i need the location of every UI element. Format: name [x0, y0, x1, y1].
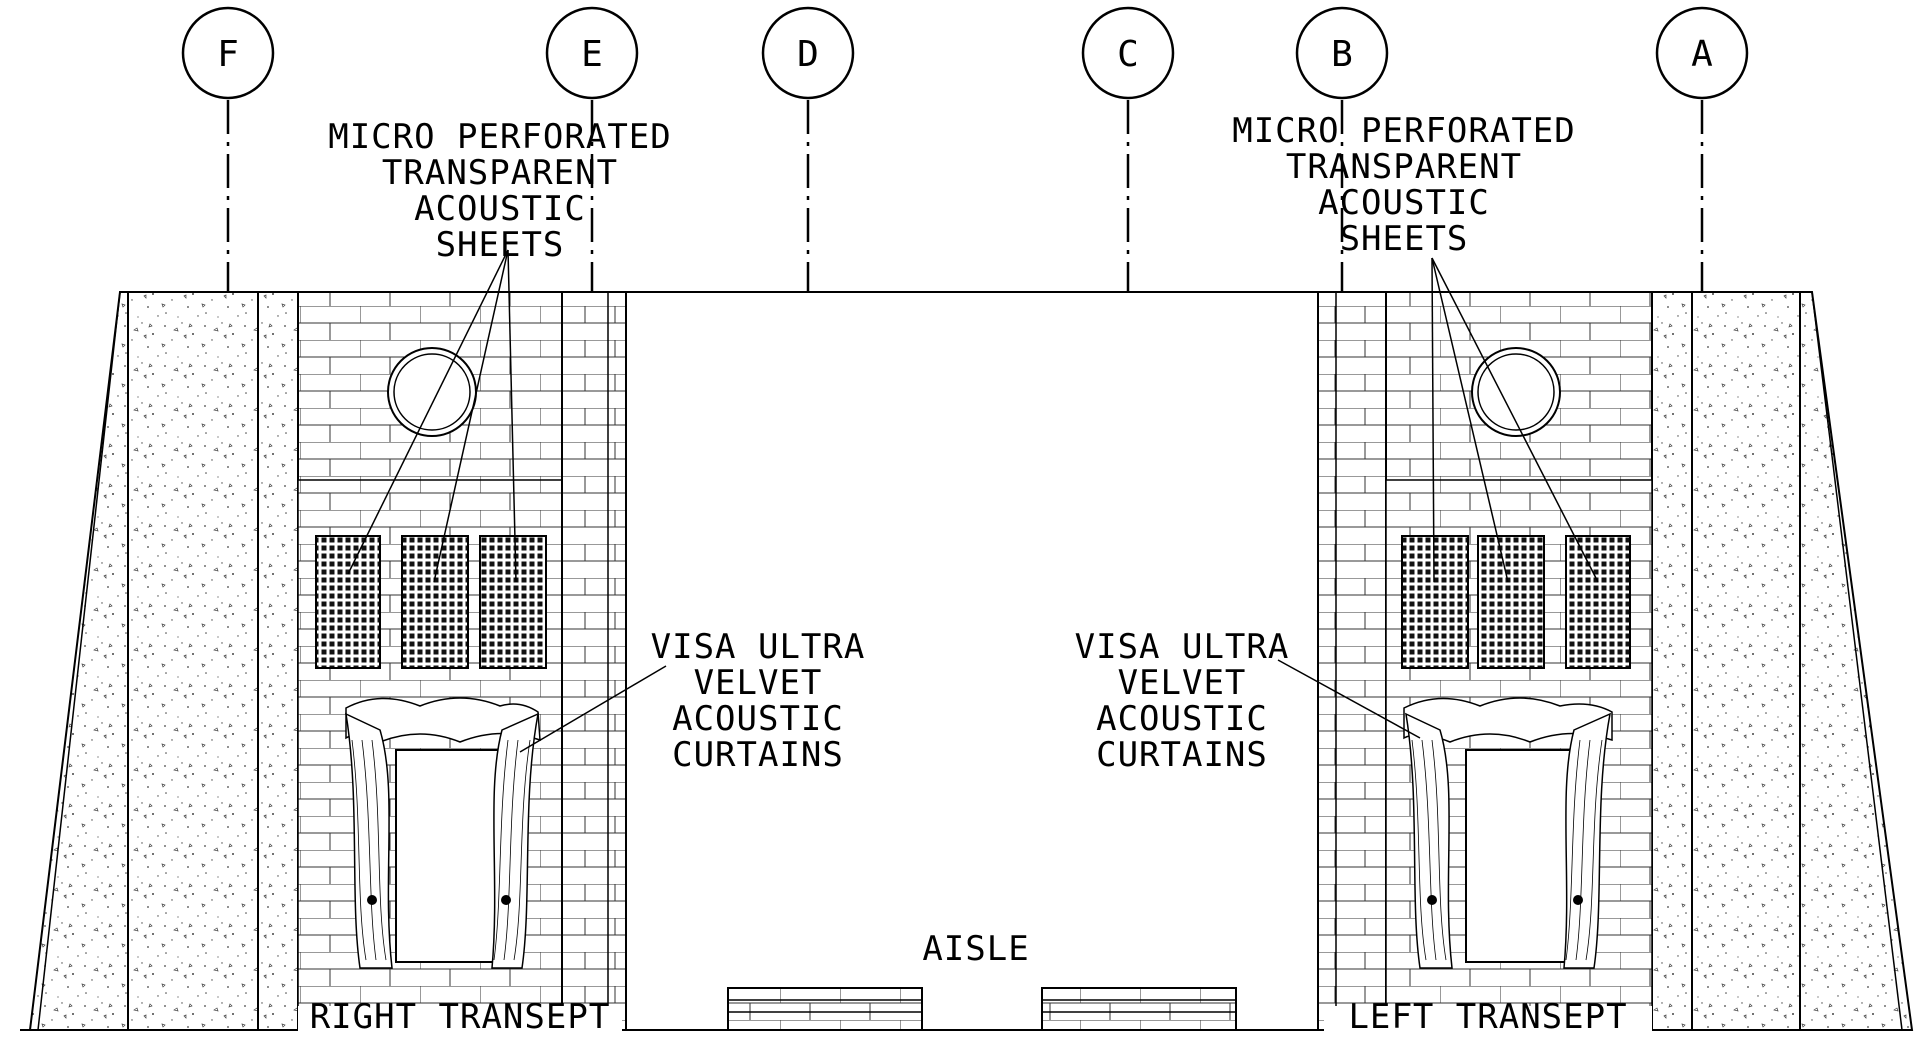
- label-right-transept: RIGHT TRANSEPT: [310, 997, 611, 1037]
- label-left-transept: LEFT TRANSEPT: [1348, 997, 1627, 1037]
- acoustic-sheet-right-1: [1401, 535, 1469, 669]
- svg-text:MICRO PERFORATED: MICRO PERFORATED: [1232, 111, 1576, 151]
- grid-label-c: C: [1117, 34, 1139, 75]
- right-transept-label-box: [298, 1006, 622, 1034]
- svg-text:SHEETS: SHEETS: [436, 225, 565, 265]
- grid-label-e: E: [581, 34, 603, 75]
- label-curtains-right: VISA ULTRA VELVET ACOUSTIC CURTAINS: [1075, 627, 1290, 775]
- brick-column-e: [561, 291, 627, 1031]
- acoustic-curtain-left: [345, 697, 541, 969]
- svg-text:VELVET: VELVET: [1118, 663, 1247, 703]
- acoustic-sheet-right-3: [1565, 535, 1631, 669]
- svg-text:SHEETS: SHEETS: [1340, 219, 1469, 259]
- label-aisle: AISLE: [922, 929, 1029, 969]
- acoustic-sheet-left-3: [479, 535, 547, 669]
- grid-marker-a: A: [1655, 6, 1749, 292]
- pew-left: [727, 987, 923, 1031]
- svg-text:VELVET: VELVET: [694, 663, 823, 703]
- label-sheets-left: MICRO PERFORATED TRANSPARENT ACOUSTIC SH…: [328, 117, 672, 265]
- grid-marker-e: E: [545, 6, 639, 292]
- svg-text:MICRO PERFORATED: MICRO PERFORATED: [328, 117, 672, 157]
- svg-text:ACOUSTIC: ACOUSTIC: [1096, 699, 1268, 739]
- grid-label-d: D: [797, 34, 819, 75]
- grid-marker-f: F: [181, 6, 275, 292]
- svg-text:TRANSPARENT: TRANSPARENT: [382, 153, 618, 193]
- svg-text:TRANSPARENT: TRANSPARENT: [1286, 147, 1522, 187]
- grid-marker-b: B: [1295, 6, 1389, 292]
- svg-text:CURTAINS: CURTAINS: [1096, 735, 1268, 775]
- pew-right: [1041, 987, 1237, 1031]
- grid-label-a: A: [1691, 34, 1713, 75]
- svg-text:ACOUSTIC: ACOUSTIC: [414, 189, 586, 229]
- grid-label-b: B: [1331, 34, 1353, 75]
- acoustic-sheet-left-1: [315, 535, 381, 669]
- grid-marker-d: D: [761, 6, 855, 292]
- grid-label-f: F: [217, 34, 239, 75]
- outer-wall-left: [28, 291, 259, 1031]
- svg-text:ACOUSTIC: ACOUSTIC: [1318, 183, 1490, 223]
- leader-lines: [347, 249, 1599, 753]
- svg-text:ACOUSTIC: ACOUSTIC: [672, 699, 844, 739]
- acoustic-curtain-right: [1403, 697, 1613, 969]
- svg-text:VISA ULTRA: VISA ULTRA: [651, 627, 866, 667]
- side-wall-left: [257, 291, 299, 1031]
- label-sheets-right: MICRO PERFORATED TRANSPARENT ACOUSTIC SH…: [1232, 111, 1576, 259]
- brick-column-b: [1317, 291, 1387, 1031]
- svg-text:VISA ULTRA: VISA ULTRA: [1075, 627, 1290, 667]
- acoustic-sheet-left-2: [401, 535, 469, 669]
- side-wall-right: [1651, 291, 1693, 1031]
- left-transept-label-box: [1324, 1006, 1652, 1034]
- grid-marker-c: C: [1081, 6, 1175, 292]
- svg-text:CURTAINS: CURTAINS: [672, 735, 844, 775]
- acoustic-sheet-right-2: [1477, 535, 1545, 669]
- label-curtains-left: VISA ULTRA VELVET ACOUSTIC CURTAINS: [651, 627, 866, 775]
